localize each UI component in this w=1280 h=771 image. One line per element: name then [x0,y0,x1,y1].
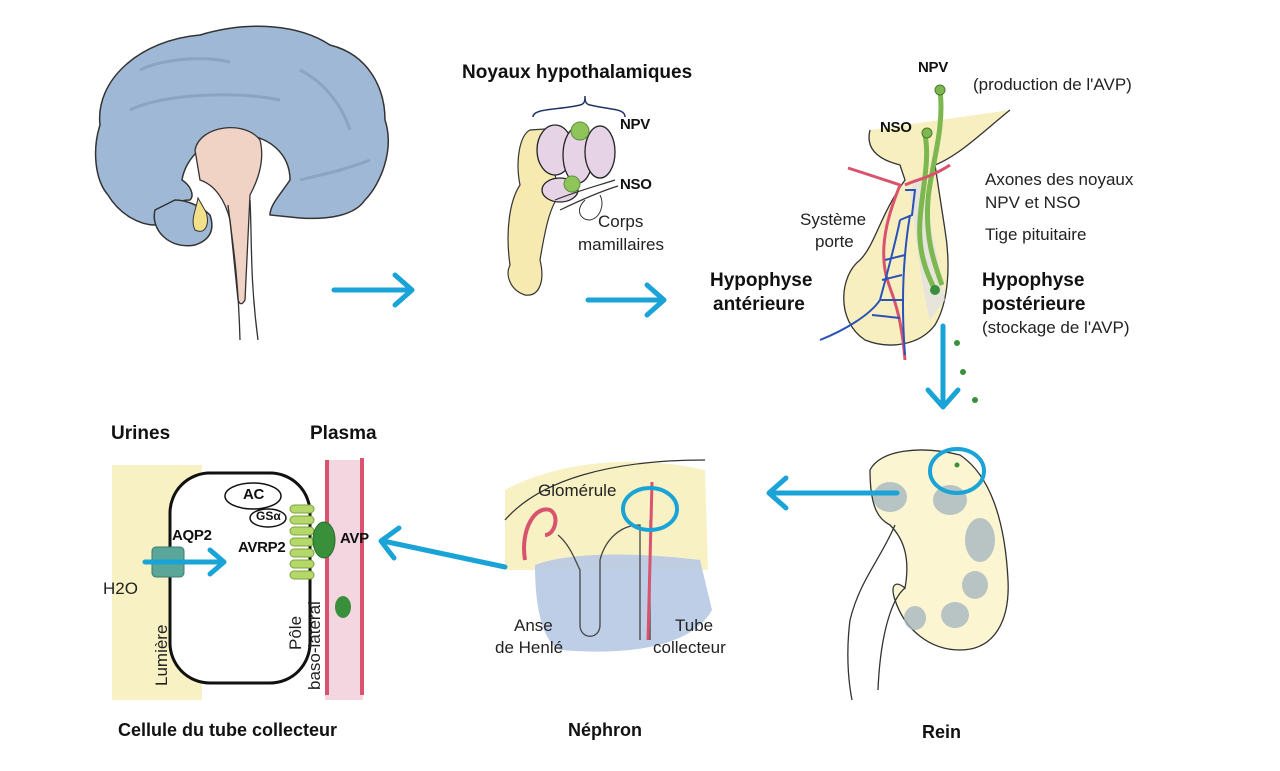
avp-droplet [954,340,960,346]
mammillary-label-line2: mamillaires [578,235,664,254]
npv-label: NPV [620,116,650,133]
npv-nucleus [570,121,590,141]
nephron-highlight-circle [621,486,679,532]
henle-loop-label-line2: de Henlé [495,638,564,657]
gs-alpha [249,508,287,528]
h2o-label: H2O [103,579,138,598]
anterior-pituitary-label-line1: Hypophyse [710,270,813,291]
urine-label: Urines [111,423,171,444]
posterior-pituitary-label-line2: postérieure [982,294,1086,315]
collecting-duct-vessel [646,481,654,641]
nephron-caption: Néphron [568,720,642,740]
pituitary-small [192,196,208,232]
pituitary-npv-label: NPV [918,59,948,76]
avp-storage-label: (stockage de l'AVP) [982,318,1130,337]
avp-droplet [972,397,978,403]
nuclei-bracket [532,95,626,118]
collecting-duct-cell [112,458,364,700]
npv-axon [924,89,945,286]
anterior-pituitary-label-line2: antérieure [713,294,805,315]
kidney-illustration [847,447,1009,701]
avp-circulating [335,596,351,618]
lumen-label: Lumière [152,624,171,686]
nephron-illustration [504,459,712,652]
avp-droplet [960,369,966,375]
arrow-kidney-to-nephron [766,475,900,511]
arrow-nephron-to-cell [378,525,508,570]
brainstem [227,199,259,341]
ac-label: AC [243,486,265,503]
plasma-vessel [325,460,363,700]
nso-label: NSO [620,176,652,193]
basolateral-label-line2: baso-lateral [305,601,324,690]
hypothalamus-illustration [507,95,626,296]
avrp2-receptor [289,504,315,580]
glomerule-label: Glomérule [538,481,617,500]
adenylate-cyclase [224,482,282,510]
plasma-label: Plasma [310,423,377,444]
thalamus [194,127,263,305]
hypothalamic-nuclei-title: Noyaux hypothalamiques [462,62,693,83]
mammillary-label-line1: Corps [598,212,644,231]
arrow-pituitary-to-kidney [925,323,978,410]
pituitary-stalk-label: Tige pituitaire [985,225,1087,244]
nso-axon [917,134,938,292]
glomerule-capillary [522,507,558,561]
pituitary-nso-label: NSO [880,119,912,136]
henle-loop-label-line1: Anse [514,616,553,635]
arrow-hypothalamus-to-pituitary [585,282,667,318]
axons-label-line2: NPV et NSO [985,193,1081,212]
portal-red-vessel [847,163,951,361]
gs-alpha-label: GSα [256,509,281,523]
avp-production-label: (production de l'AVP) [973,75,1132,94]
avp-label: AVP [340,530,369,547]
basolateral-label-line1: Pôle [286,615,305,650]
nso-nucleus [563,175,581,193]
kidney-highlight-circle [928,447,986,495]
kidney-caption: Rein [922,722,962,742]
aqp2-label: AQP2 [172,527,212,544]
portal-system-label-line2: porte [815,232,854,251]
arrow-brain-to-hypothalamus [331,272,415,308]
avrp2-label: AVRP2 [238,539,286,556]
axons-label-line1: Axones des noyaux [985,170,1134,189]
collecting-duct-label-line2: collecteur [653,638,726,657]
collecting-duct-label-line1: Tube [675,616,714,635]
cell-caption: Cellule du tube collecteur [118,720,338,740]
brain-illustration [94,25,389,341]
pituitary-illustration [819,84,1011,361]
portal-system-label-line1: Système [800,210,867,229]
portal-blue-network [819,189,917,356]
posterior-pituitary-label-line1: Hypophyse [982,270,1085,291]
avp-bound [312,521,336,559]
